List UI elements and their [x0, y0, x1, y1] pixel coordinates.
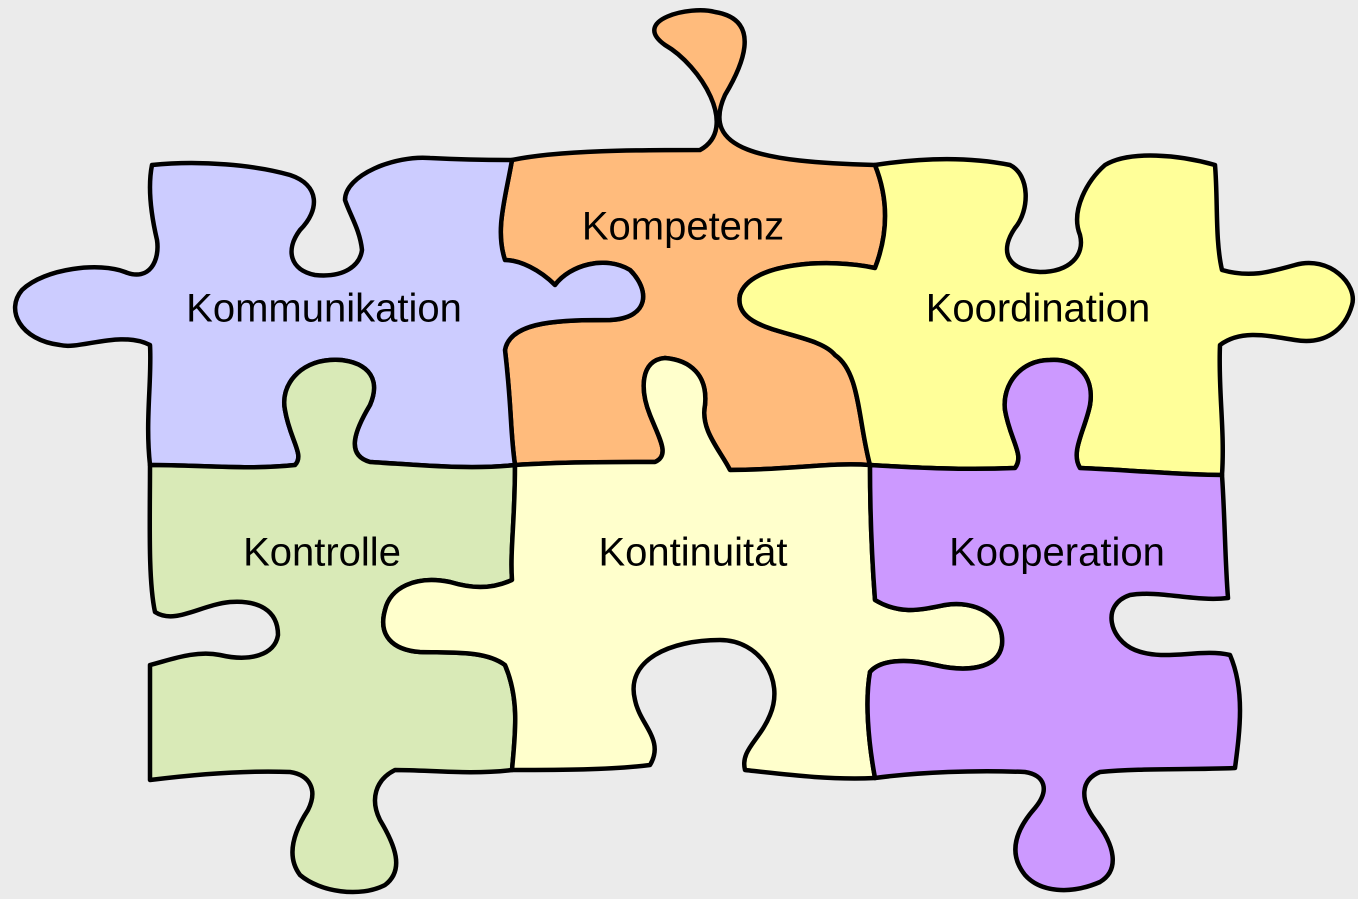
label-kooperation: Kooperation [949, 531, 1165, 575]
label-kompetenz: Kompetenz [582, 205, 784, 249]
piece-kontrolle [147, 357, 518, 895]
piece-kooperation [865, 357, 1243, 893]
piece-kommunikation [12, 155, 646, 470]
piece-kontinuitaet [381, 355, 1005, 781]
label-kontinuitaet: Kontinuität [598, 531, 787, 575]
piece-koordination [737, 153, 1356, 478]
label-kontrolle: Kontrolle [243, 531, 401, 575]
label-koordination: Koordination [926, 287, 1151, 331]
label-kommunikation: Kommunikation [186, 287, 462, 331]
